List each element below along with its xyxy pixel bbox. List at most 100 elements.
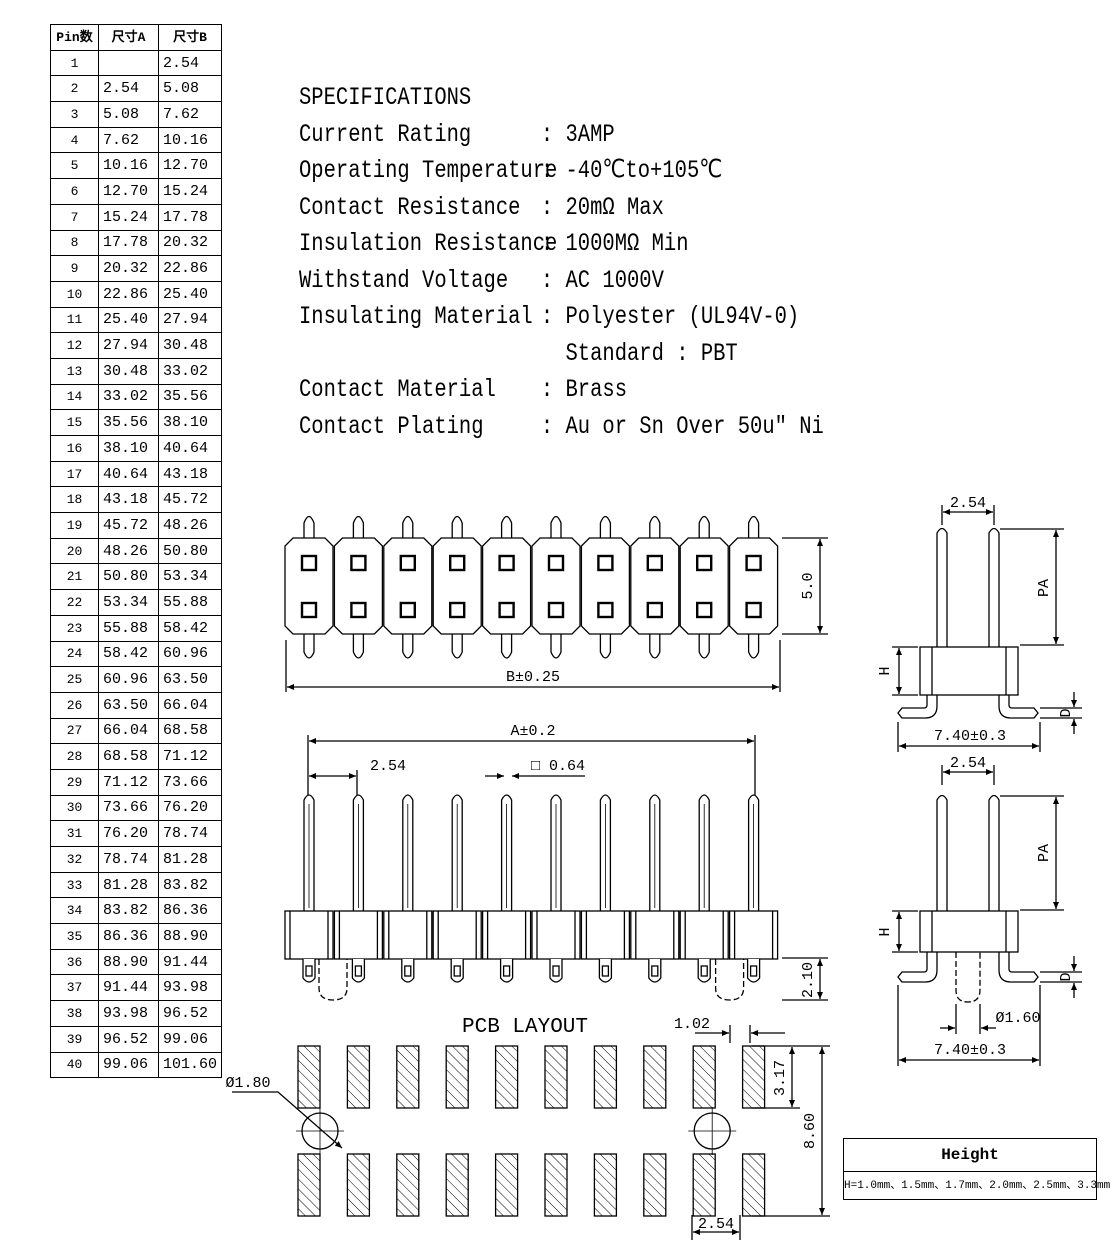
front-view-dimensions [307, 735, 828, 1001]
cell-dim-b: 50.80 [157, 537, 223, 565]
top-pin-square [547, 601, 565, 619]
cell-pin-count: 34 [50, 897, 99, 925]
cell-dim-b: 43.18 [157, 460, 223, 488]
cell-dim-a: 76.20 [98, 820, 159, 847]
cell-dim-b: 48.26 [157, 512, 223, 539]
spec-label: Withstand Voltage [299, 265, 509, 295]
top-body-segment [432, 537, 482, 635]
top-body-segment [728, 537, 779, 635]
cell-dim-b: 78.74 [157, 820, 223, 847]
top-body-segment [630, 537, 680, 635]
cell-dim-a: 91.44 [98, 974, 159, 1002]
cell-pin-count: 9 [50, 255, 99, 282]
pcb-pad [544, 1153, 568, 1217]
cell-dim-a: 12.70 [98, 178, 159, 205]
front-pin-tail-mark [453, 965, 461, 977]
top-pin-tail [352, 634, 365, 659]
front-pin-tail [351, 959, 366, 983]
front-body-segment [728, 910, 779, 960]
front-body-segment [432, 910, 482, 960]
cell-dim-b: 45.72 [157, 486, 223, 514]
cell-dim-a: 99.06 [98, 1051, 159, 1079]
table-header-row: Pin数 尺寸A 尺寸B [50, 24, 223, 51]
front-pin-tail-mark [354, 965, 363, 977]
cell-pin-count: 31 [50, 820, 99, 847]
cell-dim-b: 58.42 [157, 614, 223, 642]
cell-dim-b: 20.32 [157, 229, 223, 257]
front-body-segment [679, 910, 729, 960]
cell-dim-b: 53.34 [157, 563, 223, 591]
top-body-segment [531, 537, 581, 635]
cell-pin-count: 20 [50, 537, 99, 565]
height-title: Height [844, 1139, 1096, 1172]
cell-dim-a: 43.18 [98, 486, 159, 514]
front-pin-tail-mark [305, 965, 313, 977]
cell-dim-a: 50.80 [98, 563, 159, 591]
top-pin-tail [303, 634, 315, 659]
front-body-segment [630, 910, 680, 960]
top-pin-tip [698, 515, 710, 540]
cell-pin-count: 13 [50, 357, 99, 385]
cell-dim-b: 73.66 [157, 768, 223, 796]
top-pin-tail [500, 634, 513, 659]
cell-dim-b: 76.20 [157, 794, 223, 822]
cell-dim-b: 71.12 [157, 743, 223, 770]
spec-value: Standard : PBT [565, 338, 738, 368]
cell-dim-b: 40.64 [157, 435, 223, 462]
pcb-pad [593, 1153, 618, 1217]
top-pin-tip [747, 515, 760, 540]
cell-dim-b: 33.02 [157, 357, 223, 385]
cell-dim-a: 88.90 [98, 948, 159, 976]
front-pin-tail [401, 959, 415, 983]
top-pin-square [597, 601, 614, 619]
front-peg [714, 959, 745, 1001]
side1-pitch-label: 2.54 [950, 495, 986, 512]
top-pin-tail [698, 634, 710, 659]
header-pin-count: Pin数 [50, 24, 99, 51]
top-pin-tip [352, 515, 365, 540]
cell-pin-count: 27 [50, 717, 99, 745]
side2-d-label: D [1058, 972, 1075, 981]
spec-label: Insulation Resistance [299, 229, 558, 258]
cell-dim-a: 33.02 [98, 383, 159, 411]
side-view-1 [892, 505, 1082, 752]
header-dim-a: 尺寸A [98, 24, 159, 51]
front-pin-tail [549, 959, 563, 983]
cell-dim-a: 7.62 [98, 126, 159, 154]
spec-separator: : [540, 156, 554, 185]
spec-value: 1000MΩ Min [565, 229, 689, 258]
cell-pin-count: 30 [50, 794, 99, 822]
pcb-pad [643, 1153, 667, 1217]
cell-dim-b: 60.96 [157, 640, 223, 668]
spec-separator: : [540, 192, 554, 222]
top-view [284, 515, 779, 659]
dim-a-label: A±0.2 [510, 723, 555, 740]
dim-height-5-label: 5.0 [800, 572, 817, 599]
front-body-segment [383, 910, 433, 960]
cell-dim-b: 2.54 [157, 49, 223, 77]
spec-separator: : [540, 229, 554, 258]
pcb-pad [346, 1045, 371, 1109]
side2-peg-label: Ø1.60 [995, 1010, 1040, 1027]
cell-dim-b: 88.90 [157, 923, 223, 950]
specifications-title: SPECIFICATIONS [299, 83, 472, 112]
spec-separator: : [540, 302, 554, 331]
pad-length-label: 3.17 [772, 1060, 789, 1096]
pcb-pad [494, 1153, 519, 1217]
top-pin-square [646, 554, 663, 572]
cell-pin-count: 19 [50, 512, 99, 539]
cell-dim-a: 81.28 [98, 871, 159, 899]
